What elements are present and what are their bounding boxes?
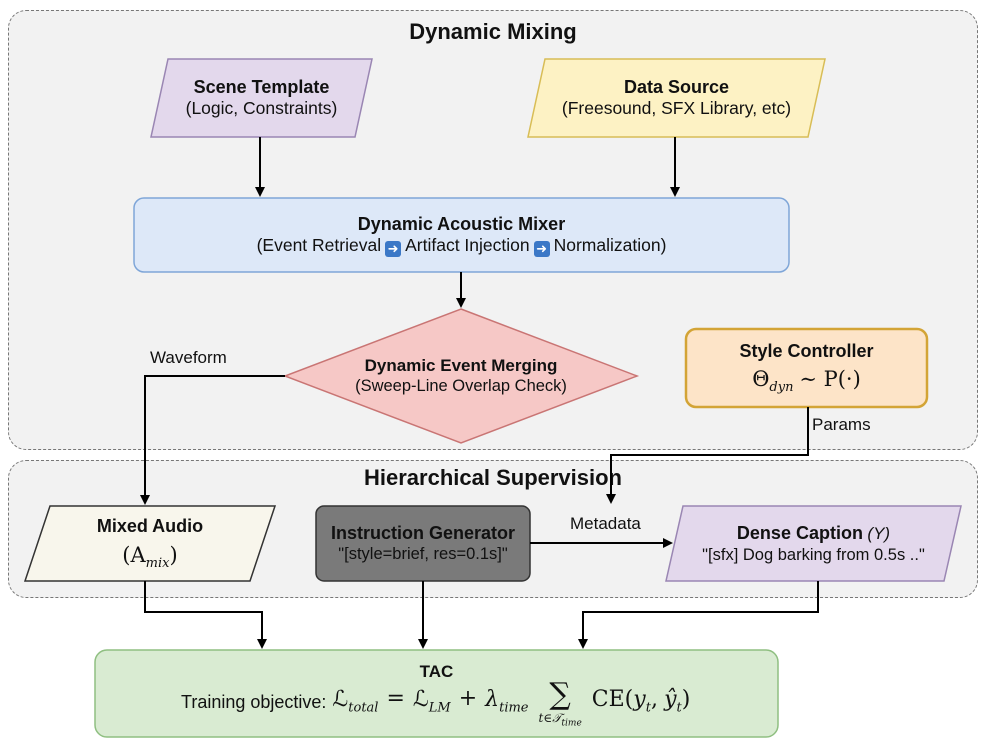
- merging-subtitle: (Sweep-Line Overlap Check): [355, 377, 567, 396]
- instruction-generator-subtitle: "[style=brief, res=0.1s]": [338, 545, 508, 564]
- merging-title: Dynamic Event Merging: [364, 356, 558, 376]
- instruction-generator-title: Instruction Generator: [330, 522, 516, 543]
- merging-node: Dynamic Event Merging (Sweep-Line Overla…: [310, 340, 612, 412]
- hierarchical-supervision-title: Hierarchical Supervision: [364, 465, 622, 490]
- scene-template-node: Scene Template (Logic, Constraints): [151, 59, 372, 137]
- mixer-title: Dynamic Acoustic Mixer: [357, 213, 566, 234]
- right-arrow-icon: ➜: [385, 241, 402, 258]
- tac-shape: [94, 649, 779, 738]
- mixed-audio-formula: (Amix): [122, 542, 178, 571]
- scene-template-title: Scene Template: [193, 76, 330, 97]
- data-source-subtitle: (Freesound, SFX Library, etc): [561, 98, 792, 119]
- merging-shape: [282, 308, 640, 444]
- mixer-step-3: Normalization): [553, 235, 667, 256]
- mixed-audio-title: Mixed Audio: [96, 516, 204, 537]
- right-arrow-icon: ➜: [533, 241, 550, 258]
- scene-template-shape: [150, 58, 373, 138]
- tac-node: TAC Training objective: ℒtotal = ℒLM + λ…: [95, 650, 778, 737]
- edge-label-params: Params: [812, 415, 871, 434]
- dynamic-mixing-title: Dynamic Mixing: [409, 19, 577, 44]
- dense-caption-heading: Dense Caption (Y): [736, 522, 891, 543]
- dense-caption-shape: [665, 505, 962, 582]
- mixer-node: Dynamic Acoustic Mixer (Event Retrieval➜…: [134, 198, 789, 272]
- mixed-audio-shape: [23, 505, 277, 582]
- mixer-step-2: Artifact Injection: [405, 235, 530, 256]
- tac-objective: Training objective: ℒtotal = ℒLM + λtime…: [181, 680, 690, 728]
- dense-caption-node: Dense Caption (Y) "[sfx] Dog barking fro…: [666, 506, 961, 581]
- tac-objective-label: Training objective:: [181, 692, 327, 712]
- tac-formula: ℒtotal = ℒLM + λtime ∑ t∈𝒯time CE(yt, ŷt…: [332, 677, 691, 729]
- edge-caption-to-tac: [578, 581, 819, 649]
- data-source-shape: [527, 58, 826, 138]
- dense-caption-subtitle: "[sfx] Dog barking from 0.5s ..": [702, 545, 925, 564]
- data-source-title: Data Source: [623, 76, 730, 97]
- edge-merging-to-mixed-audio: [140, 375, 285, 505]
- style-controller-node: Style Controller Θdyn ∼ P(·): [686, 329, 927, 407]
- sum-operator: ∑ t∈𝒯time: [538, 677, 582, 729]
- mixer-steps: (Event Retrieval➜Artifact Injection➜Norm…: [256, 235, 667, 258]
- edge-mixed-audio-to-tac: [144, 581, 267, 649]
- edge-label-metadata: Metadata: [570, 514, 641, 533]
- data-source-node: Data Source (Freesound, SFX Library, etc…: [528, 59, 825, 137]
- tac-title: TAC: [419, 662, 454, 681]
- edge-style-to-caption: [606, 407, 809, 504]
- mixer-step-1: (Event Retrieval: [256, 235, 382, 256]
- scene-template-subtitle: (Logic, Constraints): [185, 98, 338, 119]
- style-controller-title: Style Controller: [739, 340, 874, 361]
- edge-label-waveform: Waveform: [150, 348, 227, 367]
- style-controller-formula: Θdyn ∼ P(·): [752, 367, 861, 396]
- mixed-audio-node: Mixed Audio (Amix): [25, 506, 275, 581]
- style-controller-shape: [684, 327, 929, 409]
- instruction-generator-node: Instruction Generator "[style=brief, res…: [316, 506, 530, 581]
